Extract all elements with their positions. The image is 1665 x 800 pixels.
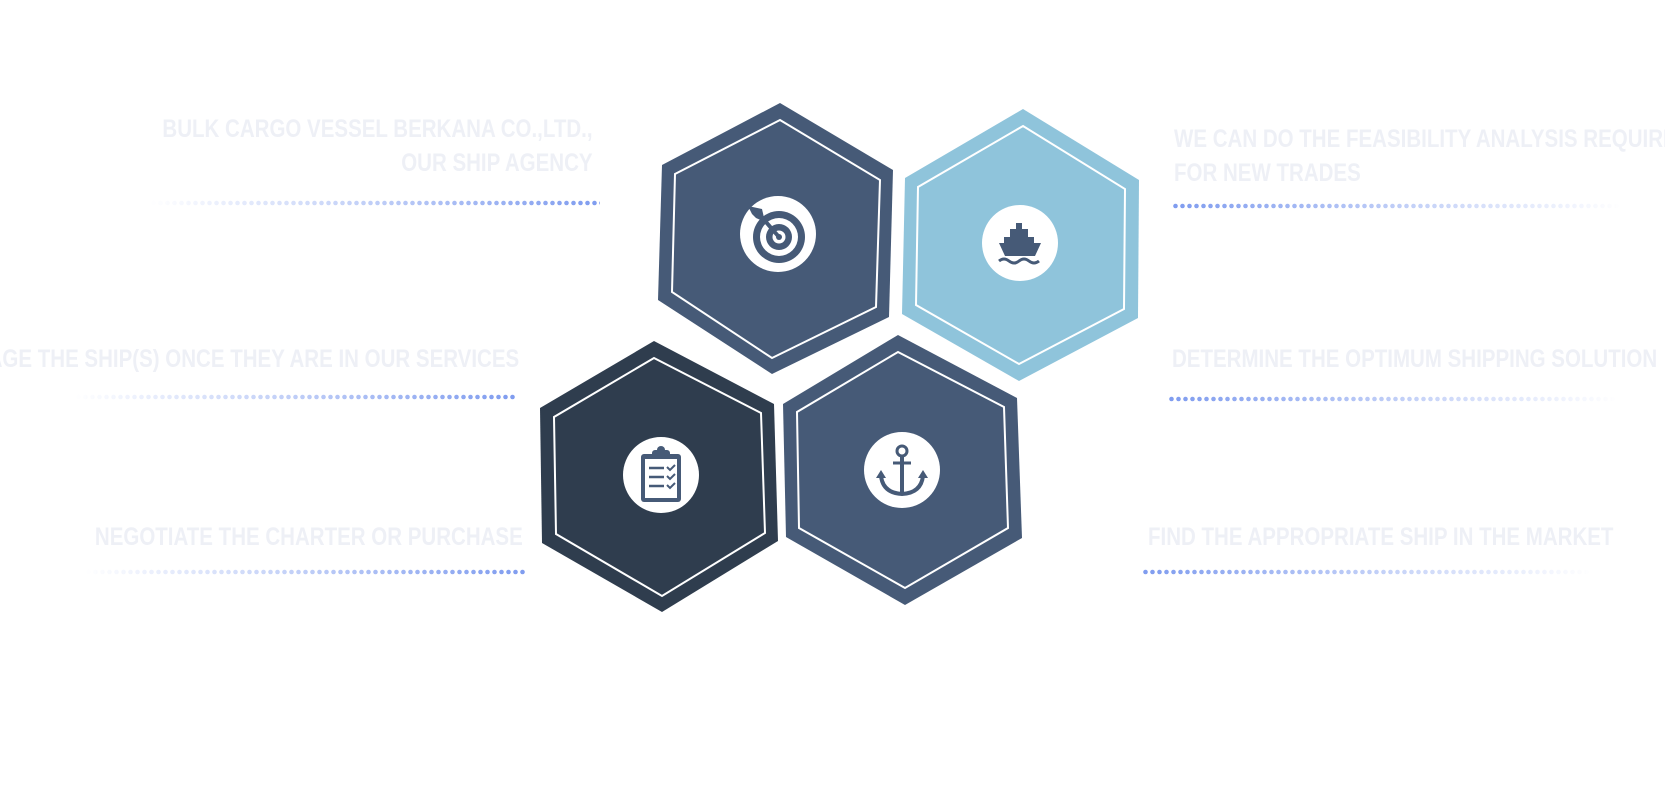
dots-bottom-right	[1142, 568, 1592, 576]
dots-top-left	[150, 199, 600, 207]
label-top-left: BULK CARGO VESSEL BERKANA CO.,LTD., OUR …	[163, 112, 593, 180]
label-mid-left: MANAGE THE SHIP(S) ONCE THEY ARE IN OUR …	[0, 342, 519, 376]
hex-ship	[902, 109, 1139, 381]
label-mid-right-line1: DETERMINE THE OPTIMUM SHIPPING SOLUTION	[1172, 345, 1658, 373]
dots-mid-right	[1168, 395, 1618, 403]
dots-mid-left	[75, 393, 515, 401]
label-top-right: WE CAN DO THE FEASIBILITY ANALYSIS REQUI…	[1174, 122, 1665, 190]
label-mid-right: DETERMINE THE OPTIMUM SHIPPING SOLUTION	[1172, 342, 1657, 376]
label-top-right-line1: WE CAN DO THE FEASIBILITY ANALYSIS REQUI…	[1174, 125, 1665, 153]
label-bottom-left: NEGOTIATE THE CHARTER OR PURCHASE	[95, 520, 523, 554]
anchor-icon	[864, 432, 940, 508]
target-icon	[740, 196, 816, 272]
label-bottom-left-line1: NEGOTIATE THE CHARTER OR PURCHASE	[95, 523, 523, 551]
label-mid-left-line1: MANAGE THE SHIP(S) ONCE THEY ARE IN OUR …	[0, 345, 519, 373]
label-top-right-line2: FOR NEW TRADES	[1174, 159, 1361, 187]
hex-clipboard	[540, 341, 778, 612]
clipboard-icon	[623, 437, 699, 513]
dots-top-right	[1172, 202, 1622, 210]
label-bottom-right: FIND THE APPROPRIATE SHIP IN THE MARKET	[1148, 520, 1613, 554]
ship-icon	[982, 205, 1058, 281]
label-top-left-line1: BULK CARGO VESSEL BERKANA CO.,LTD.,	[162, 115, 593, 143]
hex-target	[658, 103, 893, 374]
label-top-left-line2: OUR SHIP AGENCY	[401, 149, 593, 177]
dots-bottom-left	[85, 568, 525, 576]
hex-anchor	[783, 335, 1022, 605]
label-bottom-right-line1: FIND THE APPROPRIATE SHIP IN THE MARKET	[1148, 523, 1614, 551]
